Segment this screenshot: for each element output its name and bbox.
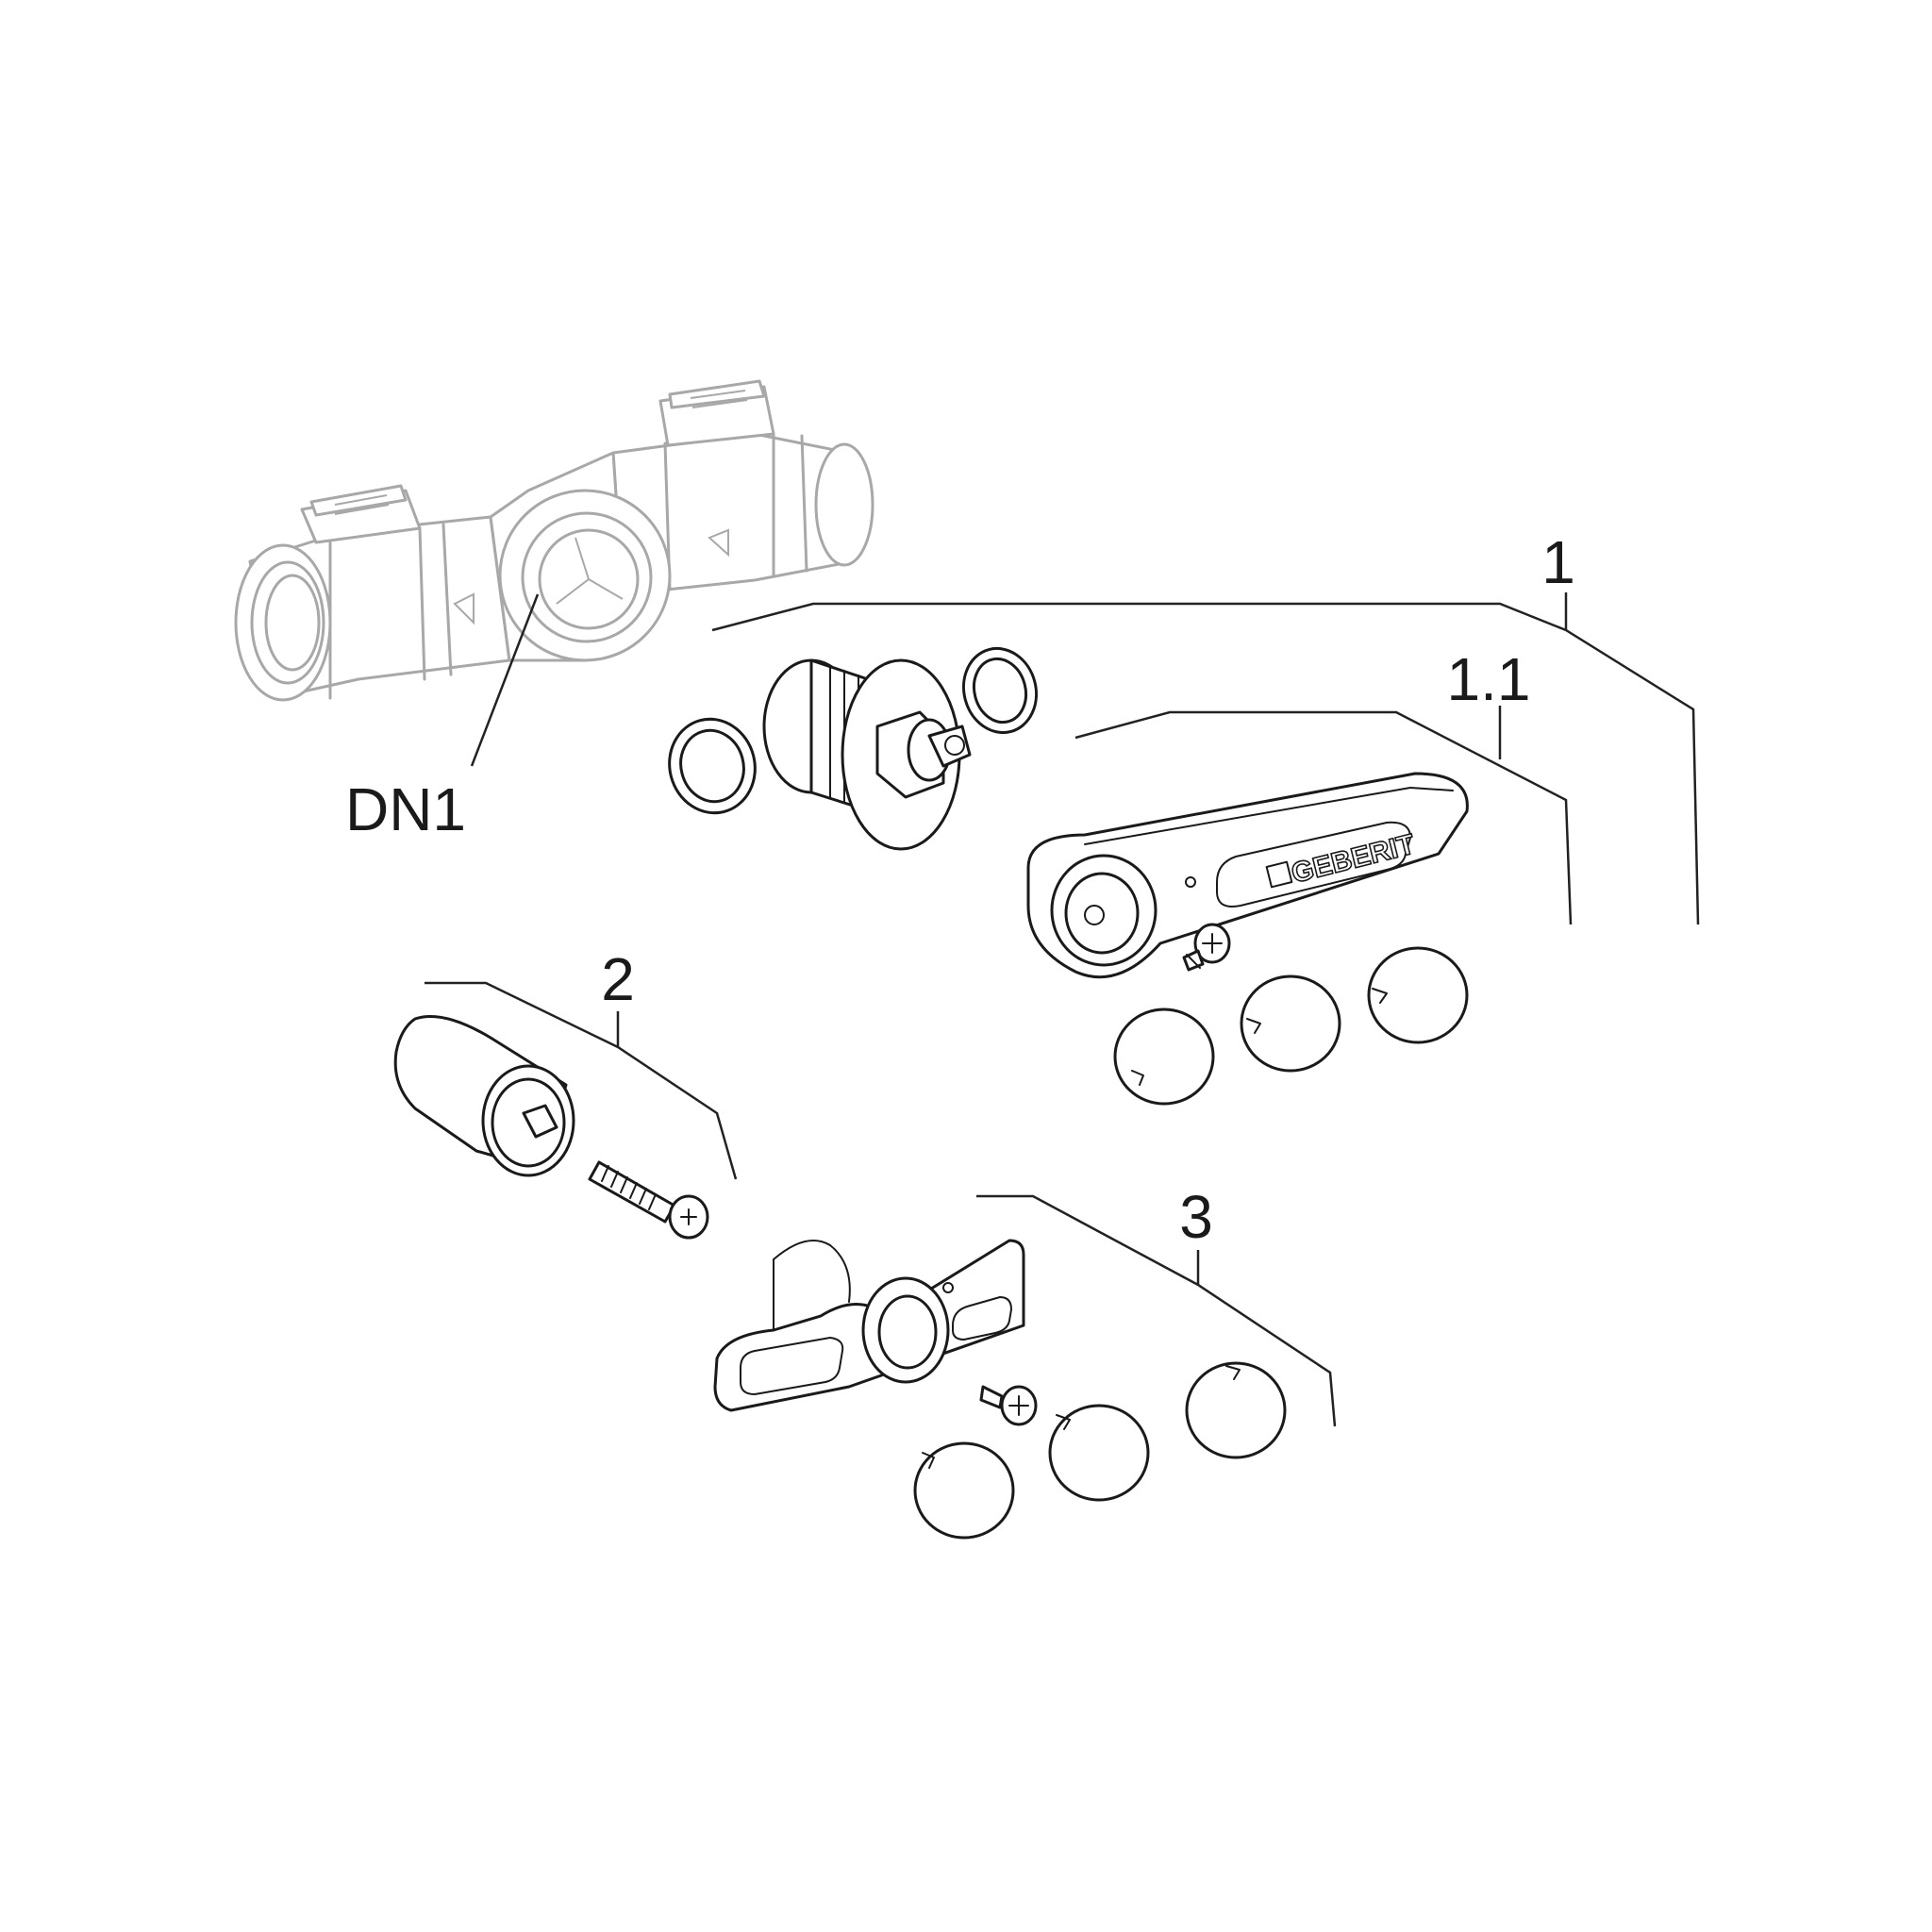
wing-handle-screw [979,1385,1038,1426]
handle-cap-2 [1240,974,1341,1073]
handle-cap-3 [1367,946,1469,1044]
wing-cap-2 [1048,1404,1150,1502]
dn1-label: DN1 [345,775,466,843]
item-2-label: 2 [601,945,635,1013]
item-3-leader: 3 [976,1183,1337,1427]
dn1-pipe-fitting [234,379,874,702]
wing-cap-3 [1185,1361,1287,1459]
lever-handle: GEBERIT [1026,772,1469,979]
wing-cap-1 [913,1441,1015,1540]
item-3-label: 3 [1179,1183,1213,1251]
valve-insert [668,646,1039,851]
item-1-label: 1 [1541,528,1575,596]
item-2-leader: 2 [425,945,738,1180]
item-1-1-label: 1.1 [1447,645,1531,713]
handle-screw [1182,923,1231,972]
dn1-callout: DN1 [345,593,540,843]
wing-handle [713,1239,1025,1412]
item-1-1-leader: 1.1 [1074,645,1573,925]
extension-sleeve [393,1015,575,1177]
long-screw [588,1160,709,1240]
item-1-leader: 1 [711,528,1700,925]
handle-cap-1 [1113,1008,1215,1106]
